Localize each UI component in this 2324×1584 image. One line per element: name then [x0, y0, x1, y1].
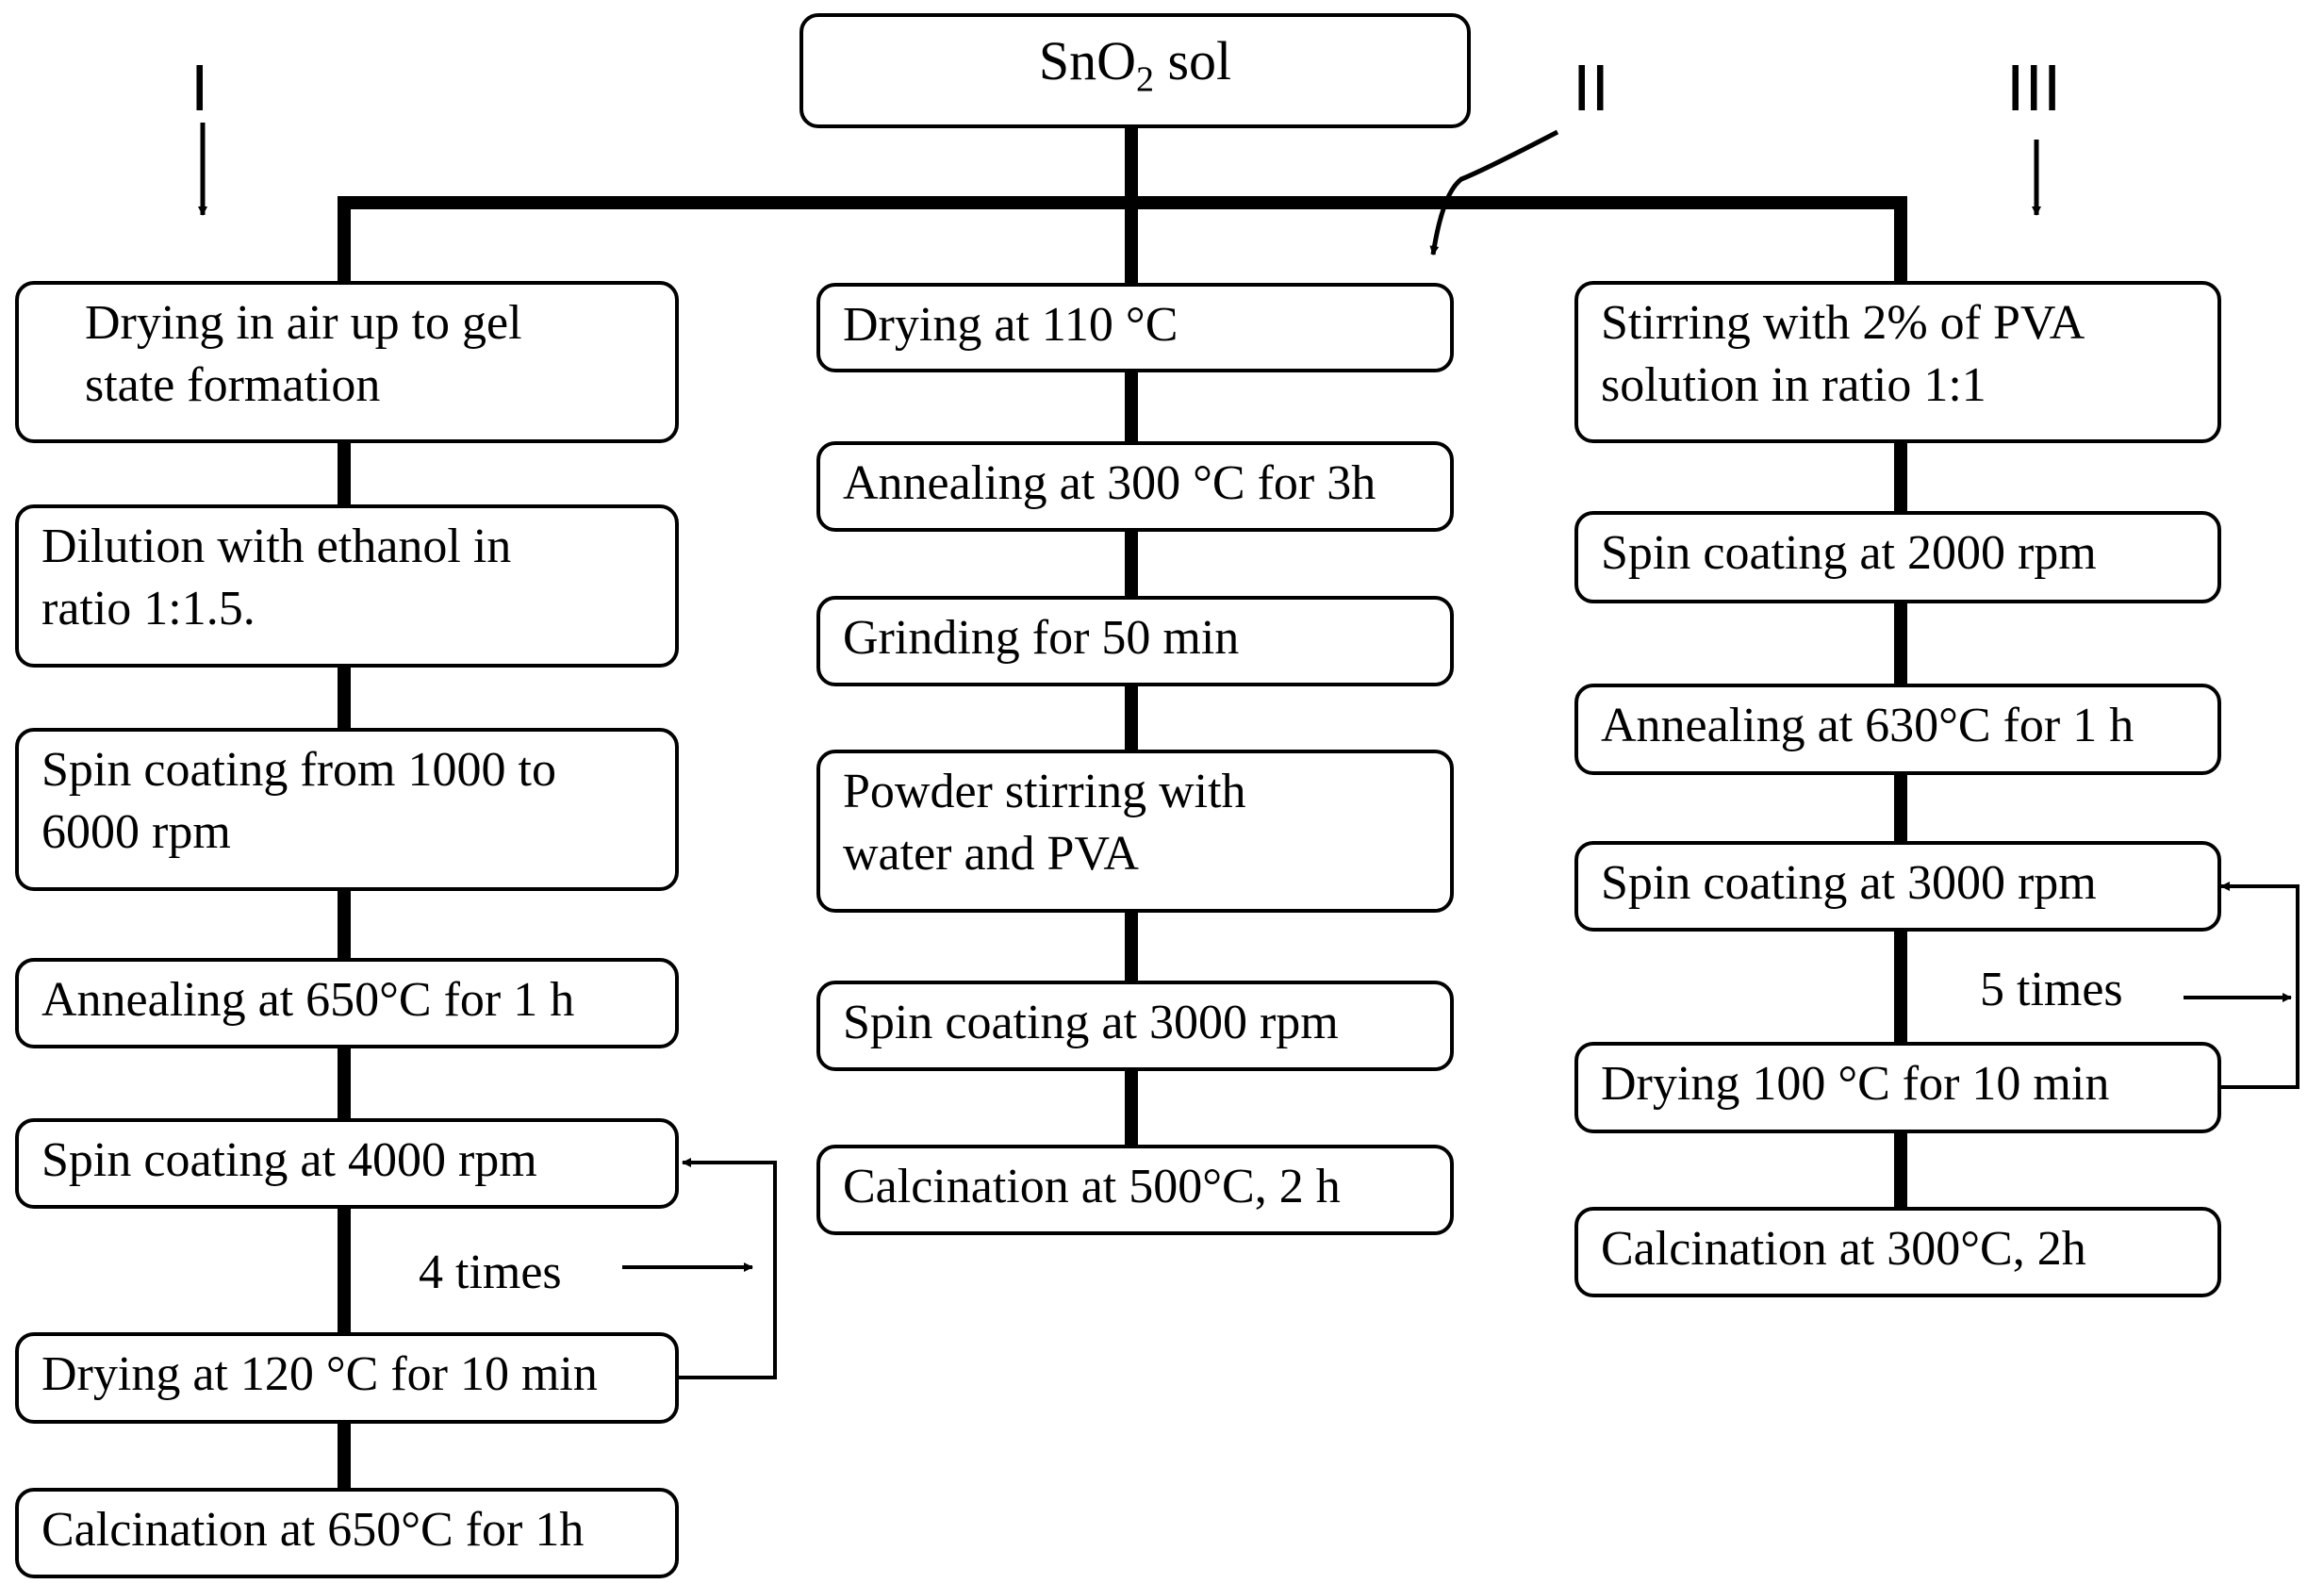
route-3-repeat-label: 5 times [1980, 963, 2123, 1016]
root-label: SnO2 sol [1038, 30, 1232, 100]
route-1-repeat-label: 4 times [419, 1246, 562, 1299]
route-1-step-4: Annealing at 650°C for 1 h [15, 958, 679, 1048]
route-2-step-4: Powder stirring with water and PVA [816, 750, 1454, 913]
route-2-label: II [1573, 51, 1609, 124]
route-2-step-5: Spin coating at 3000 rpm [816, 981, 1454, 1071]
route-2-step-2: Annealing at 300 °C for 3h [816, 441, 1454, 532]
route-2-marker-arrow [1429, 129, 1559, 256]
route-3-step-3: Annealing at 630°C for 1 h [1574, 684, 2221, 775]
route-1-step-7: Calcination at 650°C for 1h [15, 1488, 679, 1578]
route-1-step-6: Drying at 120 °C for 10 min [15, 1332, 679, 1424]
route-1-label: I [190, 51, 209, 124]
route-1-step-5: Spin coating at 4000 rpm [15, 1118, 679, 1209]
route-2-step-6: Calcination at 500°C, 2 h [816, 1145, 1454, 1235]
route-3-step-4: Spin coating at 3000 rpm [1574, 841, 2221, 932]
route-3-label: III [2006, 51, 2062, 124]
route-3-step-1: Stirring with 2% of PVA solution in rati… [1574, 281, 2221, 443]
route-2-step-3: Grinding for 50 min [816, 596, 1454, 686]
route-1-step-3: Spin coating from 1000 to 6000 rpm [15, 728, 679, 891]
route-1-step-2: Dilution with ethanol in ratio 1:1.5. [15, 504, 679, 668]
route-3-step-6: Calcination at 300°C, 2h [1574, 1207, 2221, 1297]
root-sno2-sol-box: SnO2 sol [799, 13, 1471, 128]
route-3-step-5: Drying 100 °C for 10 min [1574, 1042, 2221, 1133]
route-3-repeat-loop [2216, 882, 2299, 1089]
route-3-step-2: Spin coating at 2000 rpm [1574, 511, 2221, 603]
route-1-step-1: Drying in air up to gel state formation [15, 281, 679, 443]
route-2-step-1: Drying at 110 °C [816, 283, 1454, 372]
route-1-repeat-loop [677, 1158, 777, 1379]
